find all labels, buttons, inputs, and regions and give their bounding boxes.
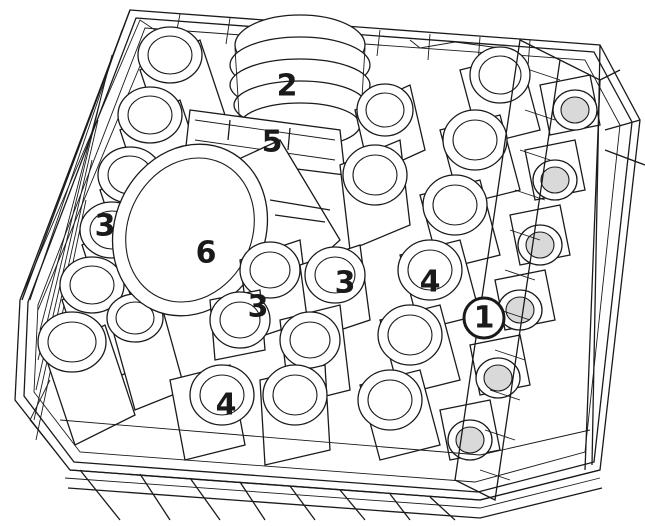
label-3-left: 3 [95,209,116,244]
label-1: 1 [474,301,495,336]
glass [260,365,330,465]
cup [440,400,500,460]
glass [340,140,410,250]
label-2: 2 [277,69,298,104]
cup [470,335,530,398]
callout-label-1: 1 [464,298,504,338]
label-4-center: 4 [420,265,441,300]
cup [540,75,600,135]
cup [510,205,570,265]
label-5: 5 [262,125,283,160]
bottom-mug [170,365,254,460]
label-3-center: 3 [248,290,269,325]
label-3-right: 3 [335,266,356,301]
label-4-bottom: 4 [216,388,237,423]
cup [525,140,585,200]
label-6: 6 [196,236,217,271]
